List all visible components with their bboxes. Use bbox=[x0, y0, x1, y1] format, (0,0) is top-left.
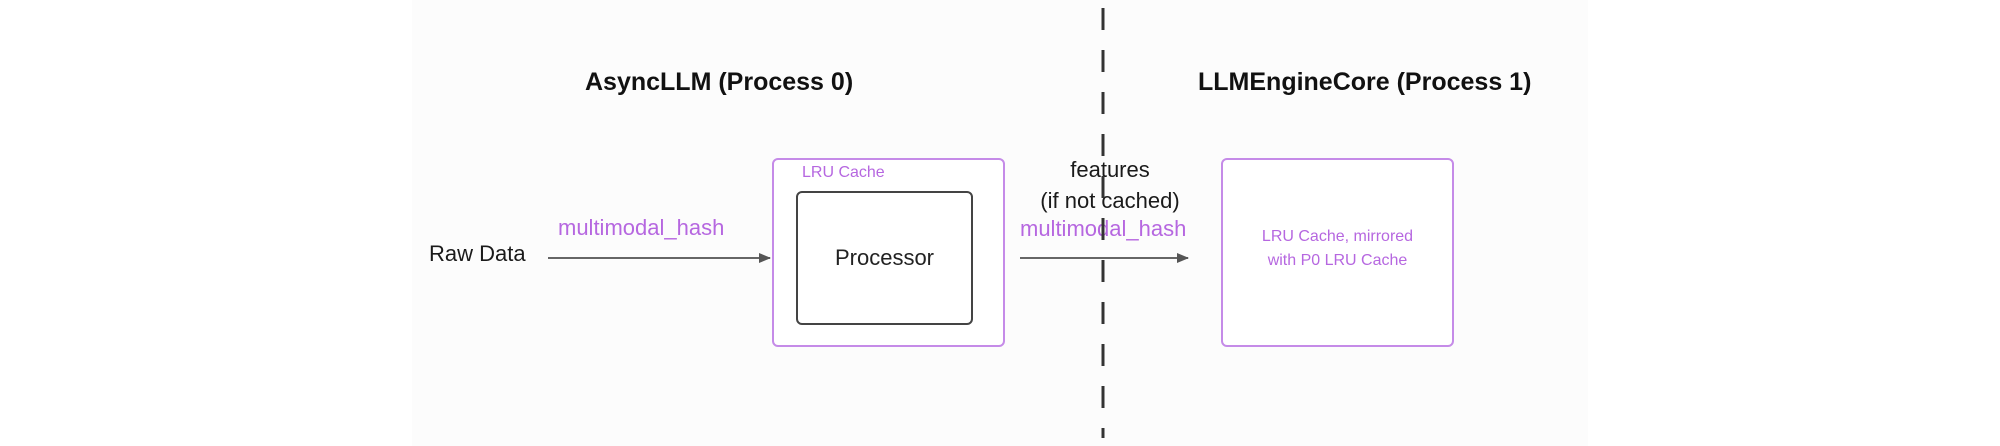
process0-title: AsyncLLM (Process 0) bbox=[585, 68, 854, 96]
raw-data-label: Raw Data bbox=[429, 241, 526, 266]
if-not-cached-label: (if not cached) bbox=[1040, 188, 1180, 213]
mirrored-label-line2: with P0 LRU Cache bbox=[1267, 252, 1408, 269]
right-margin bbox=[1588, 0, 2000, 446]
process1-title: LLMEngineCore (Process 1) bbox=[1198, 68, 1532, 96]
lru-cache-label: LRU Cache bbox=[802, 164, 885, 181]
hash-label-left: multimodal_hash bbox=[558, 215, 725, 240]
left-margin bbox=[0, 0, 412, 446]
processor-label: Processor bbox=[834, 245, 935, 270]
mirrored-lru-cache-box bbox=[1221, 158, 1454, 347]
processor-box: Processor bbox=[796, 191, 973, 325]
features-label: features bbox=[1070, 157, 1150, 182]
mirrored-label-line1: LRU Cache, mirrored bbox=[1261, 228, 1414, 245]
